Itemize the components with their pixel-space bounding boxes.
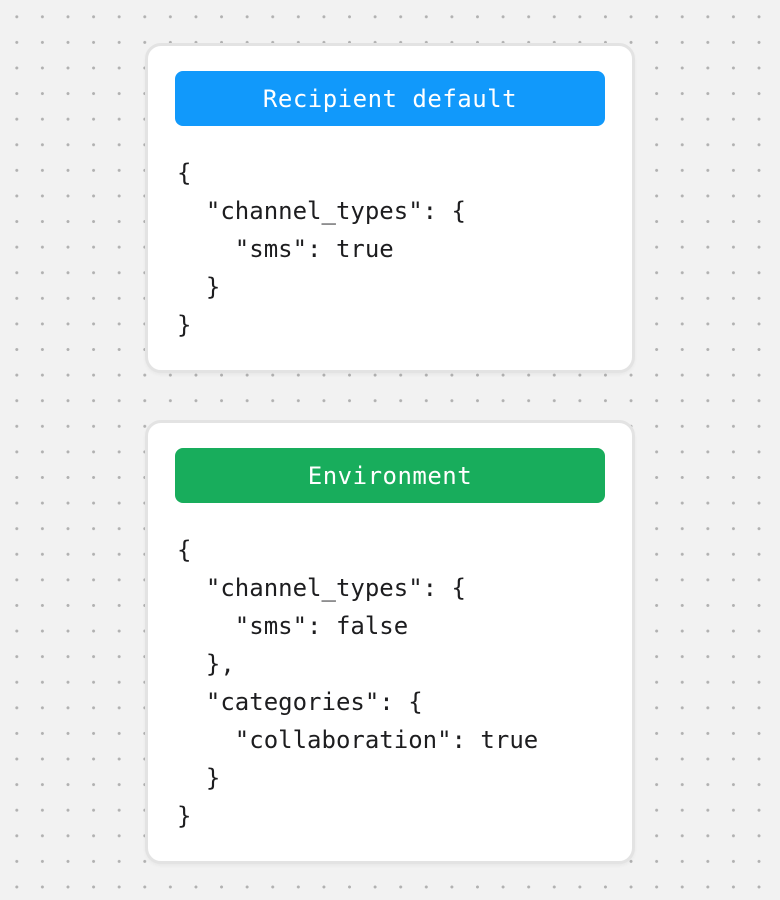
- recipient-default-card: Recipient default { "channel_types": { "…: [145, 43, 635, 373]
- cards-column: Recipient default { "channel_types": { "…: [145, 0, 635, 864]
- environment-title: Environment: [307, 461, 473, 490]
- recipient-default-header-badge: Recipient default: [175, 71, 605, 126]
- recipient-default-title: Recipient default: [262, 84, 518, 113]
- recipient-default-json-code: { "channel_types": { "sms": true } }: [177, 159, 466, 339]
- environment-json-code: { "channel_types": { "sms": false }, "ca…: [177, 536, 539, 830]
- environment-card: Environment { "channel_types": { "sms": …: [145, 420, 635, 864]
- environment-header-badge: Environment: [175, 448, 605, 503]
